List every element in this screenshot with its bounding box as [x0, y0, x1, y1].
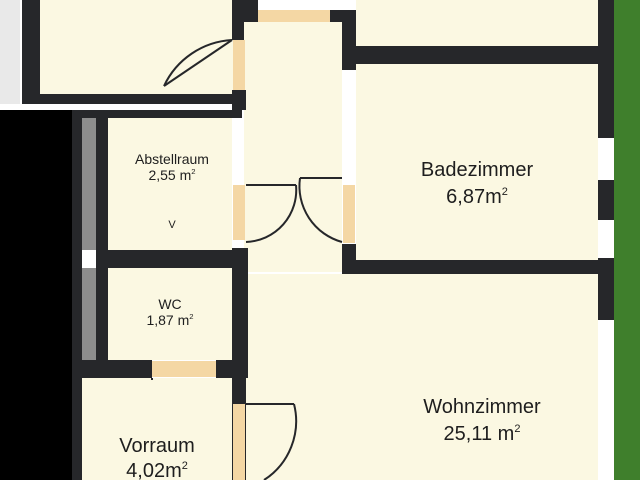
room-area: 6,87m2	[446, 185, 508, 208]
wall	[232, 248, 248, 378]
door-panel	[233, 404, 245, 480]
hallway	[244, 22, 342, 272]
wall	[22, 0, 40, 104]
wall	[72, 110, 82, 480]
wall	[100, 110, 242, 118]
room-label-wohnzimmer: Wohnzimmer 25,11 m2	[352, 394, 612, 448]
room-area: 1,87 m2	[146, 312, 194, 329]
room-abstellraum	[108, 118, 232, 250]
wall	[72, 110, 108, 118]
room-label-badezimmer: Badezimmer 6,87m2	[372, 157, 582, 211]
abstellraum-note: V	[168, 219, 176, 231]
wall	[236, 0, 258, 22]
door-swing-arc	[163, 39, 233, 87]
room-top-right	[356, 0, 598, 46]
wall	[342, 260, 614, 274]
door-swing-arc	[263, 403, 298, 480]
shaft-lower	[82, 268, 96, 360]
room-area: 2,55 m2	[148, 167, 196, 184]
room-area: 25,11 m2	[443, 422, 521, 445]
room-wc	[108, 268, 232, 360]
room-label-wc: WC 1,87 m2	[120, 296, 220, 328]
door-panel	[343, 185, 355, 243]
wall	[598, 180, 614, 220]
wall	[96, 250, 246, 268]
room-name: Badezimmer	[420, 159, 534, 181]
shaft-upper	[82, 118, 96, 250]
door-swing-arc	[245, 184, 298, 243]
wall	[216, 360, 246, 378]
room-name: WC	[158, 296, 182, 312]
door-panel	[233, 40, 245, 90]
exterior-light-strip	[0, 0, 20, 104]
room-name: Wohnzimmer	[423, 396, 541, 418]
room-label-abstellraum: Abstellraum 2,55 m2	[112, 151, 232, 183]
wall	[72, 360, 152, 378]
door-leaf	[163, 39, 233, 87]
wall	[22, 94, 236, 104]
door-swing-arc	[298, 177, 343, 243]
room-label-vorraum: Vorraum 4,02m2	[92, 434, 222, 484]
wall	[96, 110, 108, 370]
door-panel	[258, 10, 330, 22]
room-badezimmer	[356, 64, 598, 260]
room-area: 4,02m2	[126, 459, 188, 482]
door-panel	[233, 185, 245, 240]
room-name: Vorraum	[119, 435, 195, 457]
wall	[232, 90, 246, 110]
outside-dark-area	[0, 110, 72, 480]
room-name: Abstellraum	[135, 151, 209, 167]
room-wohnzimmer	[246, 274, 598, 480]
door-panel	[152, 361, 216, 377]
wall	[342, 46, 608, 64]
room-vorraum	[82, 378, 232, 480]
room-top-left	[40, 0, 236, 94]
exterior-grass	[614, 0, 640, 480]
wall	[598, 0, 614, 138]
